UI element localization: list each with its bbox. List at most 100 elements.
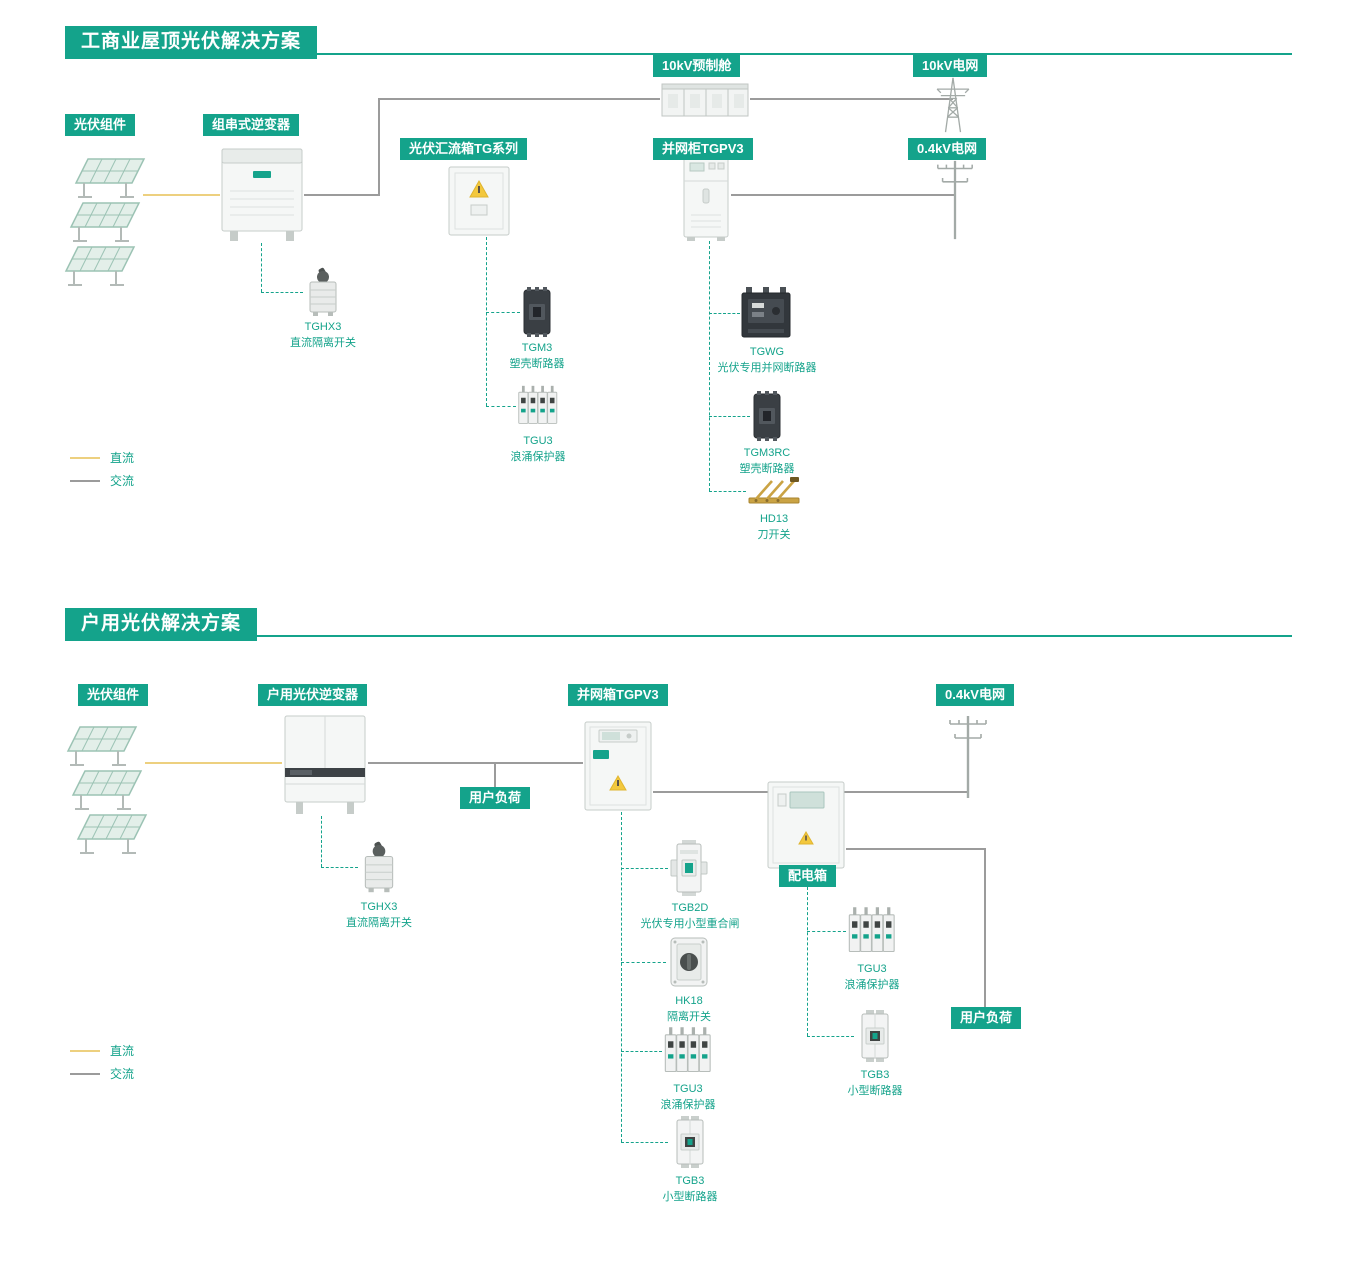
ac-line-load1-stub <box>494 762 496 788</box>
legend-ac-row: 交流 <box>70 469 134 492</box>
isolator-switch-image <box>666 934 712 990</box>
grid-cabinet-image <box>681 155 731 241</box>
badge-10kv-grid: 10kV电网 <box>913 55 988 77</box>
leader-cabinet <box>709 241 710 491</box>
leader-gridbox <box>621 812 622 1142</box>
ac-line-distbox-load2-v <box>984 848 986 1008</box>
part-model: TGU3 <box>673 1083 703 1095</box>
combiner-box-image <box>447 165 511 237</box>
badge-grid-connection-box: 并网箱TGPV3 <box>568 684 668 706</box>
part-name: 光伏专用并网断路器 <box>717 361 817 374</box>
part-name: 小型断路器 <box>847 1084 903 1097</box>
grid-connection-box-image <box>583 720 653 812</box>
legend-dc-row: 直流 <box>70 1039 134 1062</box>
badge-combiner-box: 光伏汇流箱TG系列 <box>400 138 528 160</box>
leader-cabinet-tgwg <box>709 313 740 314</box>
ac-line-distbox-load2-h <box>846 848 986 850</box>
part-model: TGB2D <box>671 902 709 914</box>
caption-tgm3: TGM3 塑壳断路器 <box>467 341 607 373</box>
knife-switch-image <box>746 474 802 508</box>
part-name: 浪涌保护器 <box>844 978 900 991</box>
solar-panel-icon <box>74 812 152 856</box>
badge-residential-inverter: 户用光伏逆变器 <box>258 684 368 706</box>
leader-distbox <box>807 887 808 1036</box>
legend-dc-label: 直流 <box>110 451 135 465</box>
leader-cabinet-tgm3rc <box>709 416 750 417</box>
caption-tgb3-a: TGB3 小型断路器 <box>620 1174 760 1206</box>
legend-ac-label: 交流 <box>110 1067 135 1081</box>
part-name: 隔离开关 <box>667 1010 711 1023</box>
dc-line-swatch <box>70 1049 100 1052</box>
solar-panel-icon <box>64 724 142 768</box>
caption-tghx3-s2: TGHX3 直流隔离开关 <box>309 900 449 932</box>
part-model: TGU3 <box>523 435 553 447</box>
part-model: HK18 <box>675 995 703 1007</box>
leader-distbox-tgu3 <box>807 931 846 932</box>
mini-breaker-image <box>854 1008 896 1064</box>
part-name: 刀开关 <box>757 528 791 541</box>
section1-title: 工商业屋顶光伏解决方案 <box>65 26 318 59</box>
caption-tgb3-b: TGB3 小型断路器 <box>805 1068 945 1100</box>
leader-inverter-tghx3 <box>261 243 262 292</box>
surge-protector-image <box>662 1024 714 1078</box>
surge-protector-image <box>516 382 560 430</box>
leader-inverter2-tghx3 <box>321 816 322 867</box>
caption-tghx3-s1: TGHX3 直流隔离开关 <box>253 320 393 352</box>
leader-inverter-tghx3-h <box>261 292 303 293</box>
leader-combiner-tgu3 <box>486 406 516 407</box>
distribution-box-image <box>766 780 846 870</box>
caption-tgu3-s2a: TGU3 浪涌保护器 <box>618 1082 758 1114</box>
string-inverter-image <box>220 147 304 243</box>
leader-inverter2-tghx3-h <box>321 867 358 868</box>
part-model: TGM3RC <box>743 447 791 459</box>
dc-line-panels-inverter-s2 <box>145 762 282 764</box>
leader-gridbox-tgu3 <box>621 1051 662 1052</box>
badge-user-load-2: 用户负荷 <box>951 1007 1022 1029</box>
section2-title: 户用光伏解决方案 <box>65 608 258 641</box>
utility-pole-icon <box>934 157 976 241</box>
solar-panel-icon <box>69 768 147 812</box>
air-circuit-breaker-image <box>740 285 792 341</box>
transmission-tower-icon <box>930 76 976 134</box>
leader-combiner <box>486 237 487 406</box>
caption-tgb2d: TGB2D 光伏专用小型重合闸 <box>610 901 770 933</box>
ac-line-inverter-gridbox <box>368 762 583 764</box>
legend-ac-label: 交流 <box>110 474 135 488</box>
section2-rule <box>65 635 1292 637</box>
mccb-rc-image <box>750 390 784 442</box>
part-name: 光伏专用小型重合闸 <box>640 917 740 930</box>
part-model: TGHX3 <box>360 901 398 913</box>
leader-gridbox-tgb3 <box>621 1142 668 1143</box>
part-name: 小型断路器 <box>662 1190 718 1203</box>
part-model: TGWG <box>749 346 785 358</box>
part-model: HD13 <box>759 513 789 525</box>
prefab-cabin-image <box>660 82 750 118</box>
part-name: 直流隔离开关 <box>290 336 356 349</box>
leader-distbox-tgb3 <box>807 1036 854 1037</box>
surge-protector-image <box>846 904 898 958</box>
legend-dc-row: 直流 <box>70 446 134 469</box>
caption-hd13: HD13 刀开关 <box>704 512 844 544</box>
legend-s2: 直流 交流 <box>70 1039 134 1085</box>
solar-panel-icon <box>62 244 140 288</box>
badge-prefab-cabin: 10kV预制舱 <box>653 55 741 77</box>
badge-grid-cabinet: 并网柜TGPV3 <box>653 138 753 160</box>
ac-line-cabin-to-10kv <box>750 98 953 100</box>
part-name: 塑壳断路器 <box>739 462 795 475</box>
leader-combiner-tgm3 <box>486 312 520 313</box>
part-name: 塑壳断路器 <box>509 357 565 370</box>
part-name: 浪涌保护器 <box>510 450 566 463</box>
part-name: 直流隔离开关 <box>346 916 412 929</box>
dc-line-swatch <box>70 456 100 459</box>
caption-tgu3-s1: TGU3 浪涌保护器 <box>468 434 608 466</box>
part-model: TGB3 <box>860 1069 890 1081</box>
section1-rule <box>65 53 1292 55</box>
badge-user-load-1: 用户负荷 <box>460 787 531 809</box>
ac-line-swatch <box>70 1072 100 1075</box>
badge-distribution-box: 配电箱 <box>779 865 837 887</box>
badge-pv-modules-s2: 光伏组件 <box>78 684 149 706</box>
part-name: 浪涌保护器 <box>660 1098 716 1111</box>
part-model: TGU3 <box>857 963 887 975</box>
caption-tgwg: TGWG 光伏专用并网断路器 <box>691 345 843 377</box>
